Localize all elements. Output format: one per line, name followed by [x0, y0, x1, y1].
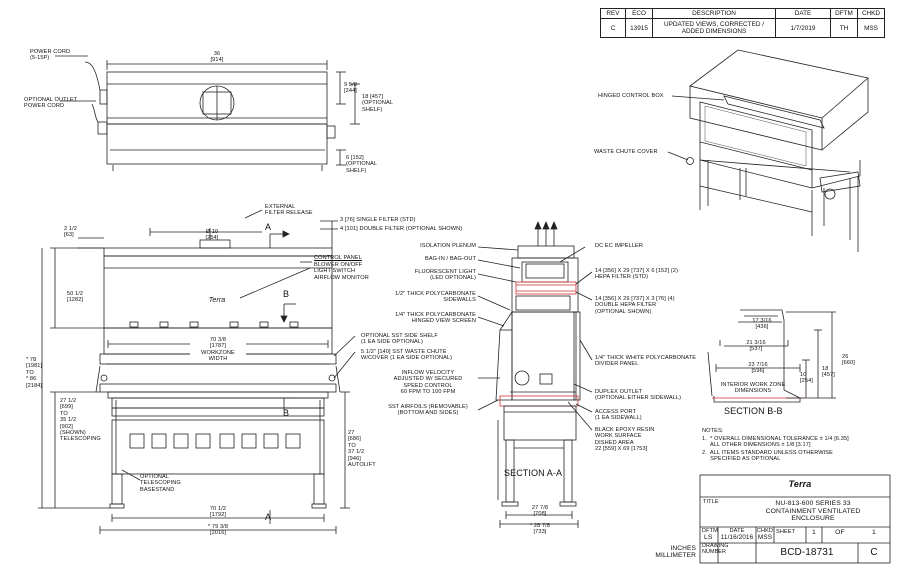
sheet-label: SHEET	[776, 529, 796, 535]
title-block-lines	[699, 474, 891, 564]
front-logo: Terra	[208, 297, 226, 304]
top-6-dim: 6 [152] (OPTIONAL SHELF)	[346, 155, 378, 174]
section-marker-b-top: B	[283, 289, 290, 299]
section-bb-title: SECTION B-B	[724, 406, 783, 416]
dim-70-bottom: 70 1/2 [1792]	[209, 506, 227, 519]
double-filter-label: 4 [101] DOUBLE FILTER (OPTIONAL SHOWN)	[340, 226, 463, 232]
top-9-5-8-dim: 9 5/8 [244]	[344, 82, 357, 95]
dftm-label: DFTM	[702, 528, 718, 534]
power-cord-label: POWER CORD (5-15P)	[30, 49, 71, 62]
of-label: OF	[835, 529, 845, 536]
company-logo: Terra	[788, 479, 812, 489]
dim-78: * 78 [1981] TO * 86 [2184]	[26, 357, 43, 389]
sheet-value: 1	[812, 529, 816, 536]
dim-26: 26 [660]	[842, 354, 855, 367]
date-header: DATE	[775, 8, 831, 19]
title-block-rev: C	[870, 547, 878, 558]
fluorescent-label: FLUORESCENT LIGHT (LED OPTIONAL)	[414, 269, 476, 282]
section-marker-b-bottom: B	[283, 408, 290, 418]
inflow-label: INFLOW VELOCITY ADJUSTED W/ SECURED SPEE…	[393, 370, 463, 396]
divider-panel-label: 1/4" THICK WHITE POLYCARBONATE DIVIDER P…	[595, 355, 697, 368]
basestand-label: OPTIONAL TELESCOPING BASESTAND	[140, 474, 181, 493]
chkd-value: MSS	[757, 534, 773, 541]
revision-table: REV ECO DESCRIPTION DATE DFTM CHKD C 139…	[600, 8, 885, 38]
dim-28-7-8: * 28 7/8 [733]	[529, 523, 551, 536]
dftm-header: DFTM	[830, 8, 858, 19]
dim-diameter: Ø 10 [254]	[205, 229, 219, 242]
dim-70-workzone: 70 3/8 [1787] WORKZONE WIDTH	[190, 337, 246, 363]
airfoils-label: SST AIRFOILS (REMOVABLE) (BOTTOM AND SID…	[388, 404, 468, 417]
description-header: DESCRIPTION	[652, 8, 776, 19]
poly-screen-label: 1/4" THICK POLYCARBONATE HINGED VIEW SCR…	[395, 312, 476, 325]
optional-outlet-label: OPTIONAL OUTLET POWER CORD	[24, 97, 78, 110]
dim-23-7-16: 23 7/16 [596]	[748, 362, 768, 375]
dim-27-telescoping: 27 1/2 [699] TO 35 1/2 [902] (SHOWN) TEL…	[60, 398, 101, 443]
top-view-lines	[55, 55, 360, 171]
date-cell: 1/7/2019	[775, 18, 831, 38]
note-2: 2. ALL ITEMS STANDARD UNLESS OTHERWISE S…	[702, 450, 833, 463]
dim-2-5: 2 1/2 [63]	[64, 226, 77, 239]
dftm-value: LS	[704, 534, 713, 541]
top-18-dim: 18 [457] (OPTIONAL SHELF)	[362, 94, 394, 113]
interior-work-zone-label: INTERIOR WORK ZONE DIMENSIONS	[720, 382, 786, 395]
title-label: TITLE	[703, 499, 719, 505]
description-cell: UPDATED VIEWS, CORRECTED / ADDED DIMENSI…	[652, 18, 776, 38]
duplex-outlet-label: DUPLEX OUTLET (OPTIONAL EITHER SIDEWALL)	[595, 389, 682, 402]
dim-79: * 79 3/8 [2016]	[207, 524, 229, 537]
top-width-dim: 36 [914]	[210, 51, 224, 64]
eco-cell: 13915	[625, 18, 653, 38]
drawing-title: NU-813-600 SERIES 33 CONTAINMENT VENTILA…	[765, 500, 861, 523]
section-marker-a-top: A	[265, 222, 272, 232]
date-label: DATE	[729, 528, 745, 534]
chkd-header: CHKD	[857, 8, 885, 19]
drawing-number-label: DRAWING NUMBER	[702, 543, 729, 556]
hepa-std-label: 14 [356] X 29 [737] X 6 [152] (2) HEPA F…	[595, 268, 678, 281]
bag-in-label: BAG-IN / BAG-OUT	[424, 256, 476, 262]
hinged-control-box-label: HINGED CONTROL BOX	[598, 93, 664, 99]
waste-chute-label: 5 1/2" [140] SST WASTE CHUTE W/COVER (1 …	[361, 349, 453, 362]
notes-heading: NOTES:	[702, 428, 724, 434]
of-value: 1	[872, 529, 876, 536]
section-aa-lines	[477, 220, 593, 528]
drawing-number: BCD-18731	[780, 547, 834, 558]
section-aa-title: SECTION A-A	[504, 468, 563, 478]
eco-header: ECO	[625, 8, 653, 19]
section-marker-a-bottom: A	[265, 512, 272, 522]
dc-impeller-label: DC EC IMPELLER	[595, 243, 644, 249]
access-port-label: ACCESS PORT (1 EA SIDEWALL)	[595, 409, 642, 422]
dim-18: 18 [457]	[822, 366, 835, 379]
hepa-double-label: 14 [356] X 29 [737] X 3 [76] (4) DOUBLE …	[595, 296, 675, 315]
dim-27-7-8: 27 7/8 [708]	[531, 505, 549, 518]
section-bb-lines	[707, 309, 836, 403]
date-value: 11/16/2016	[720, 534, 754, 541]
rev-header: REV	[600, 8, 626, 19]
chkd-cell: MSS	[857, 18, 885, 38]
dim-21-3-16: 21 3/16 [537]	[746, 340, 766, 353]
revision-row: C 13915 UPDATED VIEWS, CORRECTED / ADDED…	[600, 18, 885, 38]
poly-sidewalls-label: 1/2" THICK POLYCARBONATE SIDEWALLS	[395, 291, 476, 304]
dim-17-3-16: 17 3/16 [436]	[752, 318, 772, 331]
external-filter-label: EXTERNAL FILTER RELEASE	[265, 204, 313, 217]
dim-27-autolift: 27 [686] TO 37 1/2 [946] AUTOLIFT	[348, 430, 376, 469]
dim-50: 50 1/2 [1282]	[66, 291, 84, 304]
single-filter-label: 3 [76] SINGLE FILTER (STD)	[340, 217, 416, 223]
iso-view-lines	[667, 49, 869, 252]
rev-cell: C	[600, 18, 626, 38]
epoxy-surface-label: BLACK EPOXY RESIN WORK SURFACE DISHED AR…	[595, 427, 655, 453]
isolation-plenum-label: ISOLATION PLENUM	[420, 243, 476, 249]
optional-shelf-label: OPTIONAL SST SIDE SHELF (1 EA SIDE OPTIO…	[361, 333, 438, 346]
front-view-lines	[38, 209, 356, 534]
chkd-label: CHKD	[756, 528, 774, 534]
revision-header-row: REV ECO DESCRIPTION DATE DFTM CHKD	[600, 8, 885, 19]
dftm-cell: TH	[830, 18, 858, 38]
dim-10: 10 [254]	[800, 372, 813, 385]
units-label: INCHES MILLIMETER	[655, 545, 696, 560]
note-1: 1. * OVERALL DIMENSIONAL TOLERANCE ± 1/4…	[702, 436, 849, 449]
waste-chute-cover-label: WASTE CHUTE COVER	[594, 149, 658, 155]
control-panel-label: CONTROL PANEL	[314, 255, 362, 261]
control-panel-items: BLOWER ON/OFF LIGHT SWITCH AIRFLOW MONIT…	[314, 262, 369, 281]
